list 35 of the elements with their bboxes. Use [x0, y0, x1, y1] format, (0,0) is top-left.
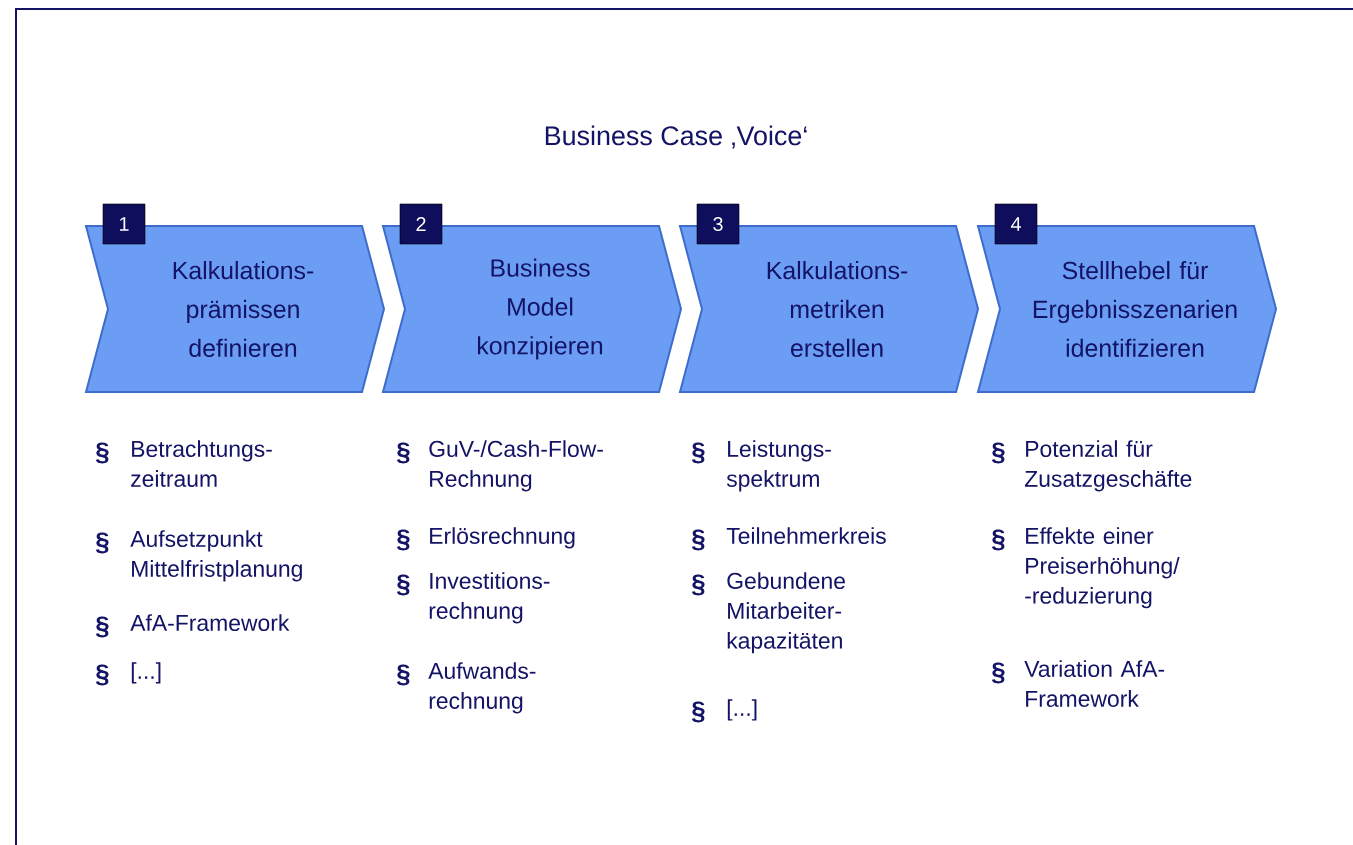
- bullet-text: [...]: [131, 662, 161, 684]
- bullet-text: Erlösrechnung: [430, 527, 575, 549]
- bullet-text: Leistungs- spektrum: [726, 440, 831, 492]
- bullet-sign: §: [691, 529, 705, 551]
- bullet-sign: §: [691, 574, 705, 596]
- bullet-text: Investitions- rechnung: [429, 572, 550, 624]
- number-badge: 3: [696, 203, 740, 245]
- number-badge: 1: [102, 203, 146, 245]
- bullet-sign: §: [691, 442, 705, 464]
- bullet-text: Teilnehmerkreis: [726, 527, 886, 545]
- bullet-sign: §: [396, 664, 410, 686]
- bullet-sign: §: [396, 529, 410, 551]
- bullet-sign: §: [991, 662, 1005, 684]
- bullet-sign: §: [991, 529, 1005, 551]
- bullet-text: GuV-/Cash-Flow- Rechnung: [429, 440, 603, 492]
- bullet-sign: §: [95, 532, 109, 554]
- bullet-sign: §: [95, 616, 109, 638]
- number-badge: 2: [399, 203, 443, 245]
- bullet-text: Aufwands- rechnung: [428, 662, 536, 714]
- bullet-sign: §: [95, 664, 109, 686]
- bullet-text: Betrachtungs- zeitraum: [131, 440, 272, 487]
- bullet-text: Gebundene Mitarbeiter- kapazitäten: [727, 572, 845, 654]
- title: Business Case ‚Voice‘: [545, 125, 807, 149]
- bullet-text: Aufsetzpunkt Mittelfristplanung: [130, 530, 302, 582]
- bullet-text: Variation AfA- Framework: [1024, 660, 1165, 707]
- bullet-sign: §: [691, 701, 705, 723]
- bullet-text: [...]: [727, 699, 757, 721]
- bullet-sign: §: [396, 574, 410, 596]
- bullet-sign: §: [396, 442, 410, 464]
- number-badge: 4: [994, 203, 1038, 245]
- bullet-sign: §: [991, 442, 1005, 464]
- bullet-text: Potenzial für Zusatzgeschäfte: [1024, 440, 1192, 492]
- bullet-text: AfA-Framework: [130, 614, 290, 632]
- bullet-text: Effekte einer Preiserhöhung/ -reduzierung: [1025, 527, 1180, 609]
- bullet-sign: §: [95, 442, 109, 464]
